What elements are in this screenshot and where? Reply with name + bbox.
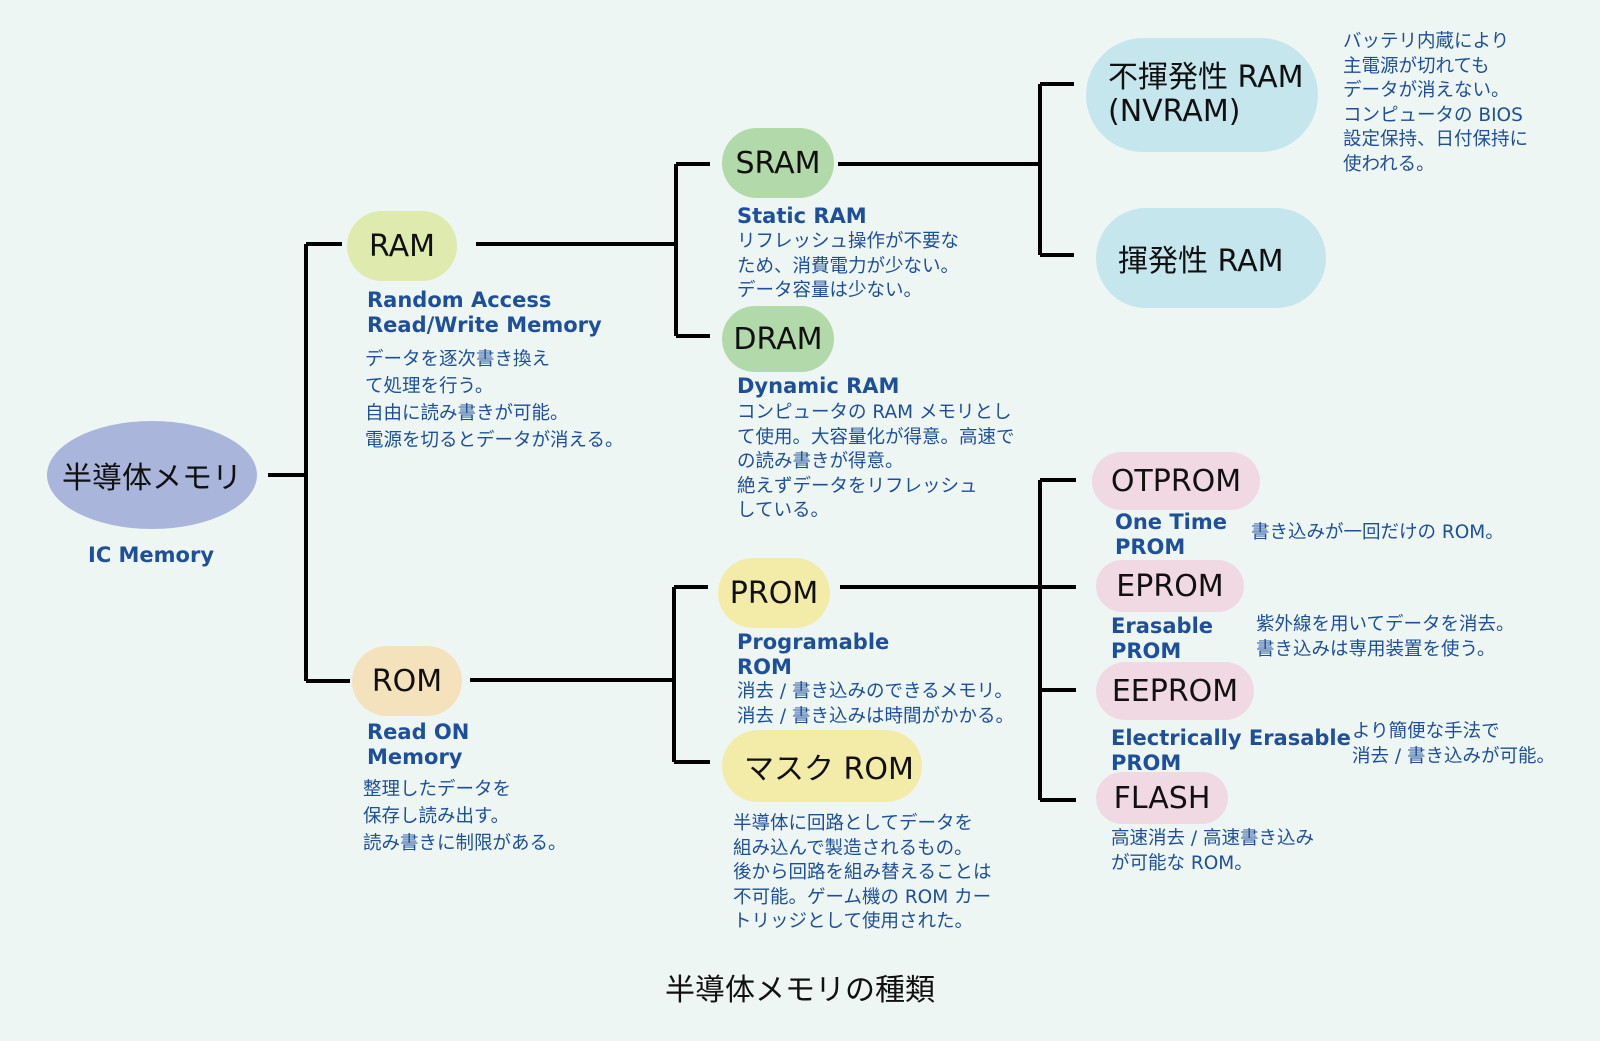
description-mask-rom: 半導体に回路としてデータを 組み込んで製造されるもの。 後から回路を組み替えるこ… xyxy=(733,813,992,932)
node-ram: RAM xyxy=(347,211,457,281)
description-rom: 整理したデータを 保存し読み出す。 読み書きに制限がある。 xyxy=(363,779,567,854)
description-otprom: 書き込みが一回だけの ROM。 xyxy=(1251,522,1504,543)
diagram-caption: 半導体メモリの種類 xyxy=(665,973,935,1008)
subtitle-prom: Programable ROM xyxy=(737,630,890,679)
subtitle-eeprom: Electrically Erasable PROM xyxy=(1111,726,1351,775)
node-dram: DRAM xyxy=(722,306,834,372)
node-semiconductor-memory: 半導体メモリ xyxy=(47,421,257,529)
node-prom: PROM xyxy=(718,558,830,628)
description-eeprom: より簡便な手法で 消去 / 書き込みが可能。 xyxy=(1352,721,1555,767)
description-eprom: 紫外線を用いてデータを消去。 書き込みは専用装置を使う。 xyxy=(1256,614,1515,660)
subtitle-ram: Random Access Read/Write Memory xyxy=(367,288,602,337)
node-otprom: OTPROM xyxy=(1092,452,1260,510)
node-flash: FLASH xyxy=(1096,772,1228,824)
subtitle-rom: Read ON Memory xyxy=(367,720,470,769)
node-nvram: 不揮発性 RAM (NVRAM) xyxy=(1086,38,1318,152)
description-prom: 消去 / 書き込みのできるメモリ。 消去 / 書き込みは時間がかかる。 xyxy=(737,681,1014,727)
node-volatile-ram: 揮発性 RAM xyxy=(1096,208,1326,308)
node-mask-rom: マスク ROM xyxy=(722,730,922,802)
node-eeprom: EEPROM xyxy=(1096,662,1254,720)
subtitle-otprom: One Time PROM xyxy=(1115,510,1228,559)
description-nvram: バッテリ内蔵により 主電源が切れても データが消えない。 コンピュータの BIO… xyxy=(1343,31,1529,175)
node-sram: SRAM xyxy=(722,128,834,198)
node-eprom: EPROM xyxy=(1096,560,1244,612)
subtitle-sram: Static RAM xyxy=(737,204,867,228)
description-dram: コンピュータの RAM メモリとし て使用。大容量化が得意。高速で の読み書きが… xyxy=(737,402,1015,521)
subtitle-root: IC Memory xyxy=(88,543,215,567)
subtitle-dram: Dynamic RAM xyxy=(737,374,900,398)
description-ram: データを逐次書き換え て処理を行う。 自由に読み書きが可能。 電源を切るとデータ… xyxy=(365,349,624,451)
node-rom: ROM xyxy=(352,646,462,716)
description-sram: リフレッシュ操作が不要な ため、消費電力が少ない。 データ容量は少ない。 xyxy=(737,231,960,301)
description-flash: 高速消去 / 高速書き込み が可能な ROM。 xyxy=(1111,828,1314,874)
subtitle-eprom: Erasable PROM xyxy=(1111,614,1214,663)
